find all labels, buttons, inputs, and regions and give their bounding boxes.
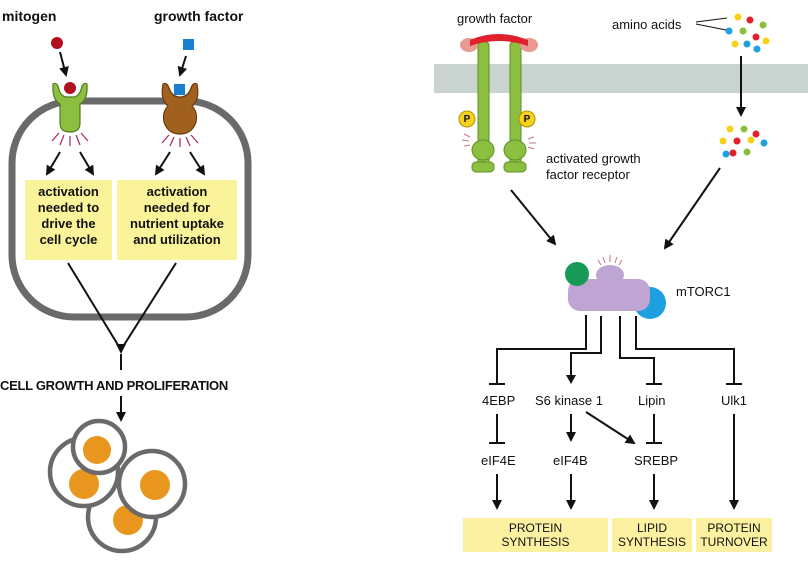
cell-cycle-line-4: cell cycle — [39, 232, 98, 247]
mitogen-label: mitogen — [2, 8, 57, 24]
nutrient-activation-box: activation needed for nutrient uptake an… — [117, 180, 237, 260]
activation-rays-left — [51, 132, 89, 146]
growth-factor-molecule — [183, 39, 194, 50]
amino-acids-pointer-b — [695, 23, 727, 31]
nutrient-line-4: and utilization — [133, 232, 221, 247]
mtorc1-activation-rays — [597, 255, 623, 266]
receptor-label-line1: activated growth — [546, 151, 641, 166]
target-eif4b: eIF4B — [553, 453, 588, 468]
mtorc1-label: mTORC1 — [676, 284, 731, 299]
amino-acids-label: amino acids — [612, 17, 682, 32]
lipid-synthesis-line2: SYNTHESIS — [617, 535, 686, 549]
nutrient-line-3: nutrient uptake — [130, 216, 224, 231]
cell-cycle-line-1: activation — [38, 184, 99, 199]
s6k-arrowhead — [566, 375, 576, 384]
arrow-mitogen-to-receptor — [59, 51, 69, 77]
mitogen-receptor — [52, 82, 88, 133]
growth-factor-label: growth factor — [154, 8, 244, 24]
arrow-gf-box-a — [154, 151, 171, 176]
arrow-mitogen-box-a — [45, 151, 61, 176]
phospho-label-right: P — [523, 114, 531, 125]
nutrient-line-1: activation — [146, 184, 208, 199]
arrow-gf-to-receptor — [177, 55, 188, 77]
mitogen-molecule — [51, 37, 63, 49]
cell-outline — [8, 97, 252, 321]
arrow-receptor-to-mtorc1 — [510, 189, 557, 246]
receptor-label-line2: factor receptor — [546, 167, 630, 182]
target-lipin: Lipin — [638, 393, 666, 408]
protein-synthesis-box: PROTEIN SYNTHESIS — [463, 518, 608, 552]
proliferating-cells — [47, 418, 188, 554]
arrow-nutrient-converge — [123, 262, 177, 346]
phosphate-right — [518, 110, 536, 128]
protein-synthesis-line2: SYNTHESIS — [501, 535, 570, 549]
target-eif4e: eIF4E — [481, 453, 516, 468]
arrow-gf-box-b — [189, 151, 206, 176]
protein-turnover-line2: TURNOVER — [700, 535, 768, 549]
arrow-cell-cycle-converge — [67, 262, 119, 346]
cell-cycle-activation-box: activation needed to drive the cell cycl… — [25, 180, 112, 260]
target-ulk1: Ulk1 — [721, 393, 748, 408]
growth-factor-receptor — [161, 82, 199, 135]
protein-turnover-box: PROTEIN TURNOVER — [696, 518, 772, 552]
amino-acids-intracellular — [719, 125, 768, 158]
mtorc1-branches — [489, 315, 742, 385]
arrow-s6k-srebp — [585, 411, 636, 445]
lipid-synthesis-line1: LIPID — [636, 521, 667, 535]
arrow-mitogen-box-b — [79, 151, 95, 176]
phospho-label-left: P — [463, 114, 471, 125]
phosphate-left — [458, 110, 476, 128]
activated-receptor — [460, 34, 538, 173]
activation-rays-right — [161, 134, 199, 147]
protein-turnover-line1: PROTEIN — [707, 521, 761, 535]
receptor-activation-rays — [461, 133, 536, 150]
amino-acids-extracellular — [725, 13, 770, 53]
rp-growth-factor-label: growth factor — [457, 11, 533, 26]
lipid-synthesis-box: LIPID SYNTHESIS — [612, 518, 692, 552]
amino-acids-pointer-a — [695, 17, 728, 23]
nutrient-line-2: needed for — [143, 200, 211, 215]
plasma-membrane — [434, 64, 808, 93]
target-4ebp: 4EBP — [482, 393, 516, 408]
protein-synthesis-line1: PROTEIN — [508, 521, 563, 535]
arrow-amino-to-mtorc1 — [663, 167, 721, 250]
cell-growth-proliferation-label: CELL GROWTH AND PROLIFERATION — [0, 378, 228, 393]
target-s6-kinase-1: S6 kinase 1 — [535, 393, 603, 408]
target-srebp: SREBP — [634, 453, 679, 468]
cell-cycle-line-3: drive the — [41, 216, 96, 231]
mtorc1-complex — [565, 262, 666, 319]
cell-cycle-line-2: needed to — [37, 200, 100, 215]
